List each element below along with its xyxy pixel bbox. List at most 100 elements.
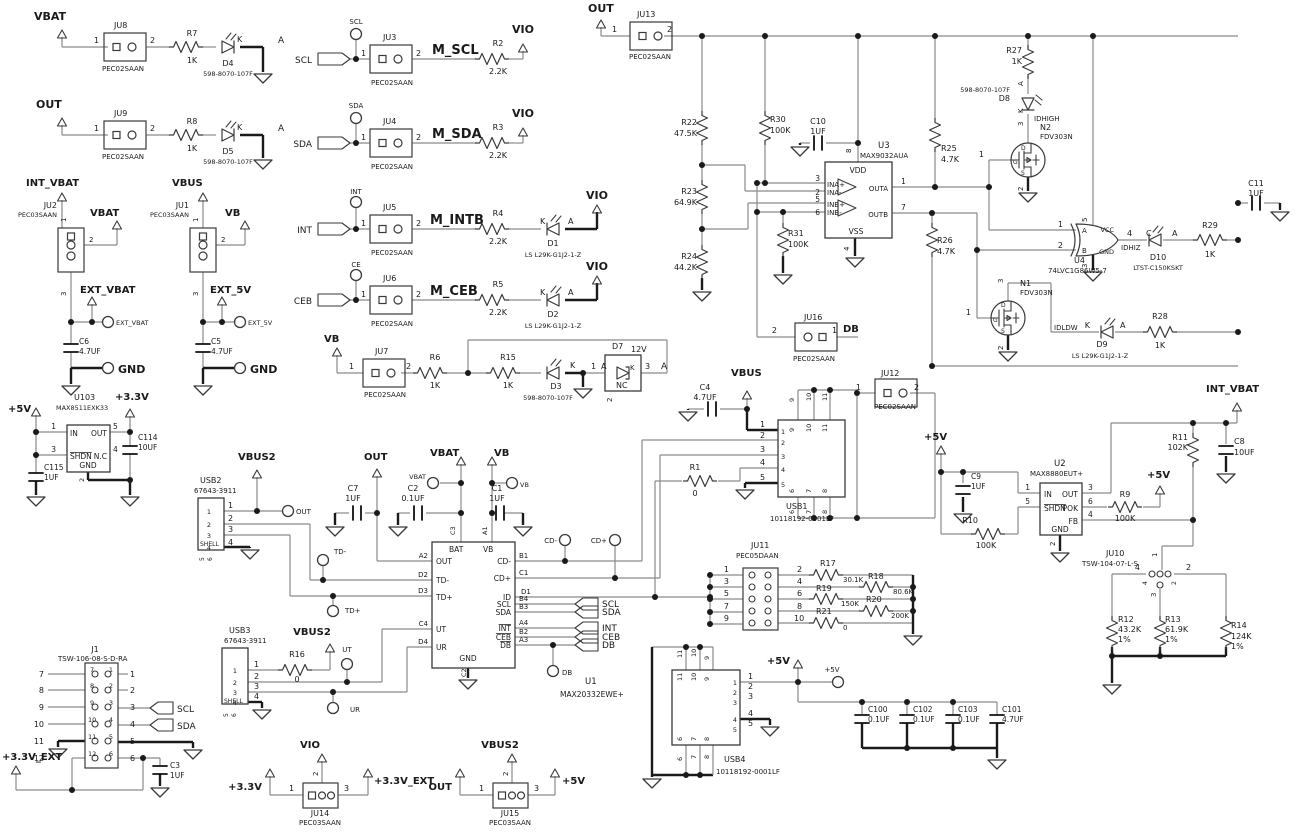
label: D2 xyxy=(418,571,428,579)
label: 10 xyxy=(805,424,813,432)
label: 100K xyxy=(1115,514,1136,523)
header-pin xyxy=(104,670,112,678)
header-pin xyxy=(764,595,772,603)
jumper-pad-round xyxy=(127,42,137,52)
net-flag-icon xyxy=(591,204,603,214)
label: 4 xyxy=(228,538,233,547)
label: SDA xyxy=(602,608,621,618)
label: 2 xyxy=(997,346,1005,350)
led-diode xyxy=(546,366,560,380)
label: 1UF xyxy=(971,482,986,491)
led-diode xyxy=(221,128,235,142)
label: D8 xyxy=(999,94,1010,103)
junction-dot xyxy=(762,180,768,186)
label: 6 xyxy=(815,208,820,217)
label: K xyxy=(1085,321,1091,330)
label: 2 xyxy=(1186,563,1191,572)
capacitor xyxy=(152,765,168,775)
resistor xyxy=(808,568,844,582)
jumper-pad-square xyxy=(818,332,827,342)
label: D xyxy=(1001,302,1006,309)
label: 1 xyxy=(361,133,366,142)
label: CEB xyxy=(496,633,511,642)
label: 5 xyxy=(733,726,737,734)
label: NC xyxy=(616,381,628,390)
junction-dot xyxy=(707,584,713,590)
label: 150K xyxy=(841,600,859,608)
resistor xyxy=(970,527,1006,541)
label: R2 xyxy=(493,39,504,48)
label: 30.1K xyxy=(843,576,864,584)
net-flag-icon xyxy=(251,469,263,479)
testpoint xyxy=(349,195,363,209)
label: 6 xyxy=(788,489,796,493)
label: R6 xyxy=(430,353,441,362)
label: INT_VBAT xyxy=(26,178,79,189)
junction-dot xyxy=(140,755,146,761)
resistor xyxy=(758,110,772,146)
junction-dot xyxy=(827,387,833,393)
resistor xyxy=(858,580,894,594)
label: D4 xyxy=(222,59,233,68)
label: 10 xyxy=(805,393,813,401)
label: K xyxy=(237,35,243,44)
resistor xyxy=(776,222,790,258)
label: +5V xyxy=(824,666,839,674)
header-pin xyxy=(104,737,112,745)
resistor xyxy=(808,592,844,606)
net-tag xyxy=(574,621,599,635)
junction-dot xyxy=(200,319,206,325)
label: UT xyxy=(436,625,446,634)
label: PEC02SAAN xyxy=(874,403,916,411)
label: +5V xyxy=(767,656,790,667)
label: 3 xyxy=(645,362,650,371)
junction-dot xyxy=(910,596,916,602)
testpoint xyxy=(326,701,340,715)
net-flag-icon xyxy=(591,275,603,285)
label: 12V xyxy=(631,345,647,354)
label: 43.2K xyxy=(1118,625,1142,634)
ic-body xyxy=(221,647,249,705)
resistor xyxy=(1142,325,1178,339)
junction-dot xyxy=(859,699,865,705)
ground-symbol xyxy=(26,496,46,507)
net-tag xyxy=(574,605,599,619)
label: OUT xyxy=(91,429,107,438)
label: VBUS2 xyxy=(293,627,331,638)
label: 1 xyxy=(60,218,68,222)
label: VIO xyxy=(300,740,320,751)
testpoint xyxy=(426,476,440,490)
header-pin xyxy=(91,737,99,745)
net-tag xyxy=(317,293,351,307)
label: 4 xyxy=(1088,510,1093,519)
label: R4 xyxy=(493,209,504,218)
jumper-pad-round xyxy=(66,240,76,250)
label: 4 xyxy=(748,709,753,718)
testpoint xyxy=(558,533,572,547)
net-tag xyxy=(574,638,599,652)
ground-symbol xyxy=(903,635,923,646)
label: C6 xyxy=(79,337,89,346)
testpoint xyxy=(608,533,622,547)
label: ID xyxy=(503,593,511,602)
label: PEC02SAAN xyxy=(371,320,413,328)
label: OUTA xyxy=(869,185,888,193)
net-flag-icon xyxy=(111,220,123,230)
label: 0.1UF xyxy=(958,715,980,724)
resistor xyxy=(1021,44,1035,80)
junction-dot xyxy=(33,452,39,458)
label: JU9 xyxy=(113,109,127,118)
label: 8 xyxy=(797,602,802,611)
label: OUT xyxy=(36,98,62,111)
label: VSS xyxy=(849,227,864,236)
label: SDA xyxy=(177,722,196,732)
label: PEC05DAAN xyxy=(736,552,779,560)
label: 2 xyxy=(815,188,820,197)
junction-dot xyxy=(550,642,556,648)
label: TSW-106-08-S-D-RA xyxy=(57,655,128,663)
label: 1 xyxy=(94,124,99,133)
label: PEC02SAAN xyxy=(793,355,835,363)
label: 2 xyxy=(150,124,155,133)
net-flag-icon xyxy=(264,768,276,778)
